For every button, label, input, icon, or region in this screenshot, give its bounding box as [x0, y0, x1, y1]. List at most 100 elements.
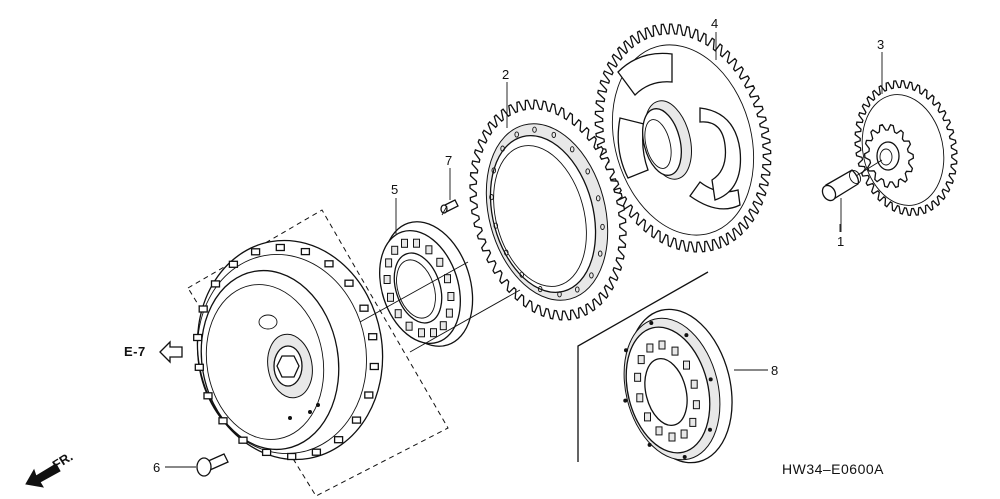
bolt-hole	[624, 348, 628, 353]
callout-labels: 2 4 3 1 5 7 8 6	[153, 16, 884, 475]
part-6-bolt	[196, 453, 229, 477]
bolt-hole	[532, 126, 537, 133]
flywheel-segment	[300, 247, 311, 256]
reference-e7: E-7	[124, 340, 183, 364]
flywheel-assembly	[187, 209, 449, 497]
callout-1: 1	[837, 234, 844, 249]
sprag-roller	[401, 238, 408, 248]
sprag-roller	[383, 275, 391, 284]
part-8-clutch-assembly	[577, 271, 733, 464]
callout-3: 3	[877, 37, 884, 52]
sprag-roller	[444, 274, 451, 284]
flywheel-segment	[351, 416, 362, 424]
bolt-hole	[519, 271, 525, 278]
bolt-hole	[684, 333, 689, 338]
flywheel-segment	[324, 260, 334, 268]
flywheel-segment	[364, 391, 374, 399]
bolt-hole	[595, 195, 601, 202]
bolt-hole	[557, 291, 562, 298]
sprag-roller	[387, 292, 394, 302]
flywheel-ring-segments	[193, 243, 379, 461]
bolt-hole	[708, 427, 712, 432]
flywheel-segment	[193, 333, 203, 342]
sprag-roller	[668, 432, 676, 442]
flywheel-segment	[311, 448, 322, 456]
bolt-hole	[493, 222, 499, 229]
bolt-hole	[597, 250, 603, 257]
flywheel-segment	[369, 362, 379, 371]
flywheel-segment	[275, 243, 285, 252]
sprag-roller	[636, 393, 644, 403]
part-5-one-way-clutch	[379, 221, 474, 347]
flywheel-segment	[368, 333, 378, 341]
bolt-hole-ring	[623, 321, 713, 459]
bolt-hole	[569, 146, 575, 153]
flywheel-segment	[203, 392, 213, 400]
bolt-hole	[491, 167, 497, 174]
callout-leaders	[165, 32, 883, 468]
reference-label: E-7	[124, 344, 146, 359]
sprag-roller	[418, 328, 425, 338]
bolt-hole	[682, 455, 687, 459]
callout-4: 4	[711, 16, 718, 31]
sprag-roller	[683, 360, 690, 370]
callout-8: 8	[771, 363, 778, 378]
part-1-collar	[821, 169, 862, 202]
bolt-hole	[649, 321, 654, 325]
reference-arrow-icon	[159, 340, 183, 364]
front-arrow-icon	[25, 463, 61, 488]
sprag-roller	[405, 321, 413, 331]
bolt-hole	[585, 168, 590, 175]
sprag-roller	[646, 343, 654, 353]
bolt-hole	[537, 286, 543, 293]
bolt-hole	[504, 249, 509, 256]
part-4-large-gear	[594, 23, 772, 253]
part-3-double-gear	[854, 79, 958, 217]
part-2-driven-gear	[469, 99, 627, 321]
sprag-roller	[445, 308, 453, 318]
flywheel-segment	[261, 448, 272, 457]
bolt-hole	[589, 272, 594, 279]
callout-2: 2	[502, 67, 509, 82]
sprag-roller	[689, 417, 697, 427]
bolt-hole	[600, 223, 605, 230]
flywheel-segment	[287, 452, 297, 461]
flywheel-segment	[344, 279, 354, 287]
flywheel-segment	[218, 417, 228, 425]
sprag-roller	[671, 346, 679, 356]
sprag-roller	[634, 372, 642, 382]
bolt-hole	[500, 145, 505, 152]
assembly-guide-lines	[359, 159, 883, 353]
sprag-roller	[430, 328, 437, 338]
sprag-roller	[391, 245, 399, 255]
part-7-pin	[440, 199, 459, 214]
sprag-roller	[644, 412, 651, 422]
callout-5: 5	[391, 182, 398, 197]
sprag-roller	[394, 309, 402, 319]
sprag-roller	[439, 321, 447, 331]
sprag-roller	[655, 426, 663, 436]
gear-window	[617, 52, 673, 96]
sprag-roller	[637, 355, 645, 365]
bolt-hole	[647, 442, 652, 447]
callout-7: 7	[445, 153, 452, 168]
sprag-rollers	[383, 238, 455, 338]
sprag-roller	[385, 258, 393, 268]
sprag-roller	[658, 340, 666, 350]
callout-6: 6	[153, 460, 160, 475]
bolt-hole	[551, 131, 557, 138]
sprag-rollers	[634, 340, 700, 442]
flywheel-segment	[210, 280, 221, 288]
front-direction-indicator: FR.	[25, 449, 75, 488]
sprag-roller	[447, 292, 455, 301]
bolt-hole	[489, 194, 494, 201]
bolt-hole	[575, 286, 580, 293]
sprag-roller	[436, 257, 444, 267]
flywheel-segment	[194, 363, 204, 371]
flywheel-segment	[359, 304, 369, 312]
sprag-roller	[692, 400, 700, 410]
flywheel-segment	[228, 260, 239, 268]
flywheel-segment	[333, 436, 344, 444]
flywheel-segment	[198, 305, 208, 313]
flywheel-segment	[250, 248, 261, 256]
